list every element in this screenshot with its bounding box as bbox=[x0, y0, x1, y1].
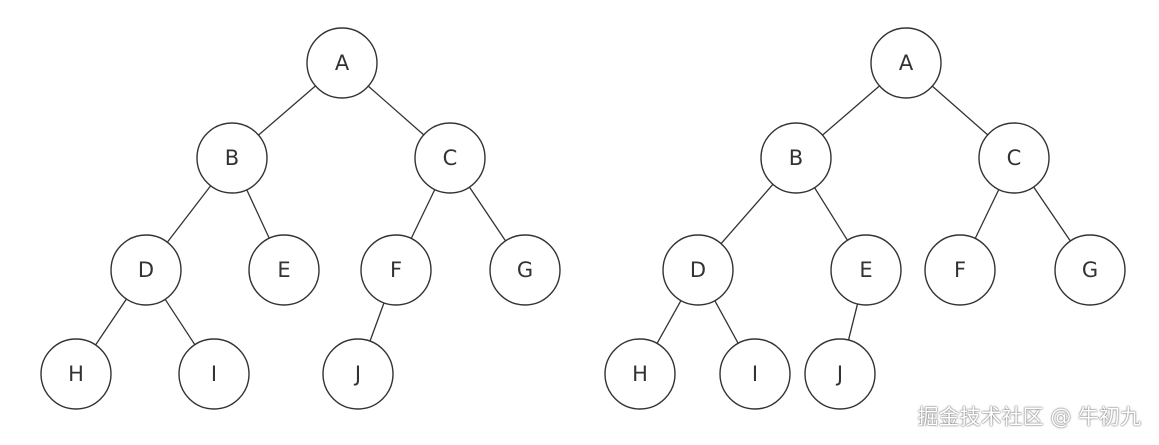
node-label: C bbox=[443, 146, 458, 170]
tree1-edge-c-g bbox=[468, 186, 507, 242]
node-label: B bbox=[225, 146, 239, 170]
tree2-edge-d-h bbox=[656, 300, 682, 344]
node-label: J bbox=[835, 362, 843, 386]
tree1-edge-d-h bbox=[95, 298, 127, 346]
tree1-edge-f-j bbox=[369, 302, 385, 342]
tree1-node-c: C bbox=[414, 122, 486, 194]
tree1-node-f: F bbox=[360, 234, 432, 306]
tree1-edge-a-b bbox=[258, 85, 316, 136]
node-label: I bbox=[211, 362, 217, 386]
node-circle bbox=[248, 234, 320, 306]
edges-layer bbox=[95, 85, 1071, 346]
node-circle bbox=[40, 338, 112, 410]
tree1-edge-b-d bbox=[166, 185, 212, 243]
node-circle bbox=[360, 234, 432, 306]
node-label: I bbox=[752, 362, 758, 386]
node-circle bbox=[830, 234, 902, 306]
node-circle bbox=[489, 234, 561, 306]
nodes-layer: A B C D E F G H I J A B C D E F G H I J bbox=[40, 27, 1126, 410]
tree1-node-h: H bbox=[40, 338, 112, 410]
node-circle bbox=[604, 338, 676, 410]
tree2-node-f: F bbox=[924, 234, 996, 306]
node-label: D bbox=[690, 258, 706, 282]
node-circle bbox=[110, 234, 182, 306]
tree2-edge-a-b bbox=[822, 85, 880, 136]
node-circle bbox=[924, 234, 996, 306]
tree2-node-c: C bbox=[978, 122, 1050, 194]
tree2-node-d: D bbox=[662, 234, 734, 306]
tree1-node-j: J bbox=[322, 338, 394, 410]
tree2-edge-c-f bbox=[974, 189, 1000, 239]
node-circle bbox=[662, 234, 734, 306]
node-label: G bbox=[1082, 258, 1098, 282]
node-circle bbox=[178, 338, 250, 410]
tree1-edge-c-f bbox=[410, 189, 436, 239]
node-circle bbox=[804, 338, 876, 410]
tree1-node-b: B bbox=[196, 122, 268, 194]
node-circle bbox=[196, 122, 268, 194]
tree2-edge-d-i bbox=[714, 300, 739, 344]
tree1-node-i: I bbox=[178, 338, 250, 410]
tree2-node-g: G bbox=[1054, 234, 1126, 306]
tree1-edge-a-c bbox=[367, 85, 425, 136]
tree2-node-e: E bbox=[830, 234, 902, 306]
node-label: H bbox=[632, 362, 648, 386]
node-circle bbox=[322, 338, 394, 410]
node-label: E bbox=[277, 258, 290, 282]
node-label: G bbox=[517, 258, 533, 282]
node-circle bbox=[870, 27, 942, 99]
tree1-edge-d-i bbox=[164, 298, 196, 346]
node-circle bbox=[306, 27, 378, 99]
node-label: A bbox=[335, 51, 350, 75]
tree2-edge-e-j bbox=[847, 303, 859, 341]
node-label: B bbox=[789, 146, 803, 170]
tree1-edge-b-e bbox=[246, 189, 270, 239]
node-circle bbox=[760, 122, 832, 194]
tree2-node-j: J bbox=[804, 338, 876, 410]
tree1-node-g: G bbox=[489, 234, 561, 306]
node-label: F bbox=[390, 258, 402, 282]
tree2-node-i: I bbox=[719, 338, 791, 410]
node-label: E bbox=[859, 258, 872, 282]
node-label: D bbox=[138, 258, 154, 282]
node-circle bbox=[414, 122, 486, 194]
tree2-node-a: A bbox=[870, 27, 942, 99]
tree1-node-d: D bbox=[110, 234, 182, 306]
tree2-edge-c-g bbox=[1033, 186, 1071, 242]
node-circle bbox=[1054, 234, 1126, 306]
tree1-node-a: A bbox=[306, 27, 378, 99]
tree2-edge-b-e bbox=[813, 187, 849, 241]
node-label: C bbox=[1007, 146, 1022, 170]
node-label: H bbox=[68, 362, 84, 386]
tree2-node-b: B bbox=[760, 122, 832, 194]
node-label: F bbox=[954, 258, 966, 282]
node-label: A bbox=[899, 51, 914, 75]
tree2-node-h: H bbox=[604, 338, 676, 410]
tree1-node-e: E bbox=[248, 234, 320, 306]
node-circle bbox=[978, 122, 1050, 194]
tree2-edge-b-d bbox=[720, 183, 774, 245]
tree2-edge-a-c bbox=[931, 85, 989, 136]
node-label: J bbox=[353, 362, 361, 386]
node-circle bbox=[719, 338, 791, 410]
watermark: 掘金技术社区 @ 牛初九 bbox=[917, 405, 1141, 429]
